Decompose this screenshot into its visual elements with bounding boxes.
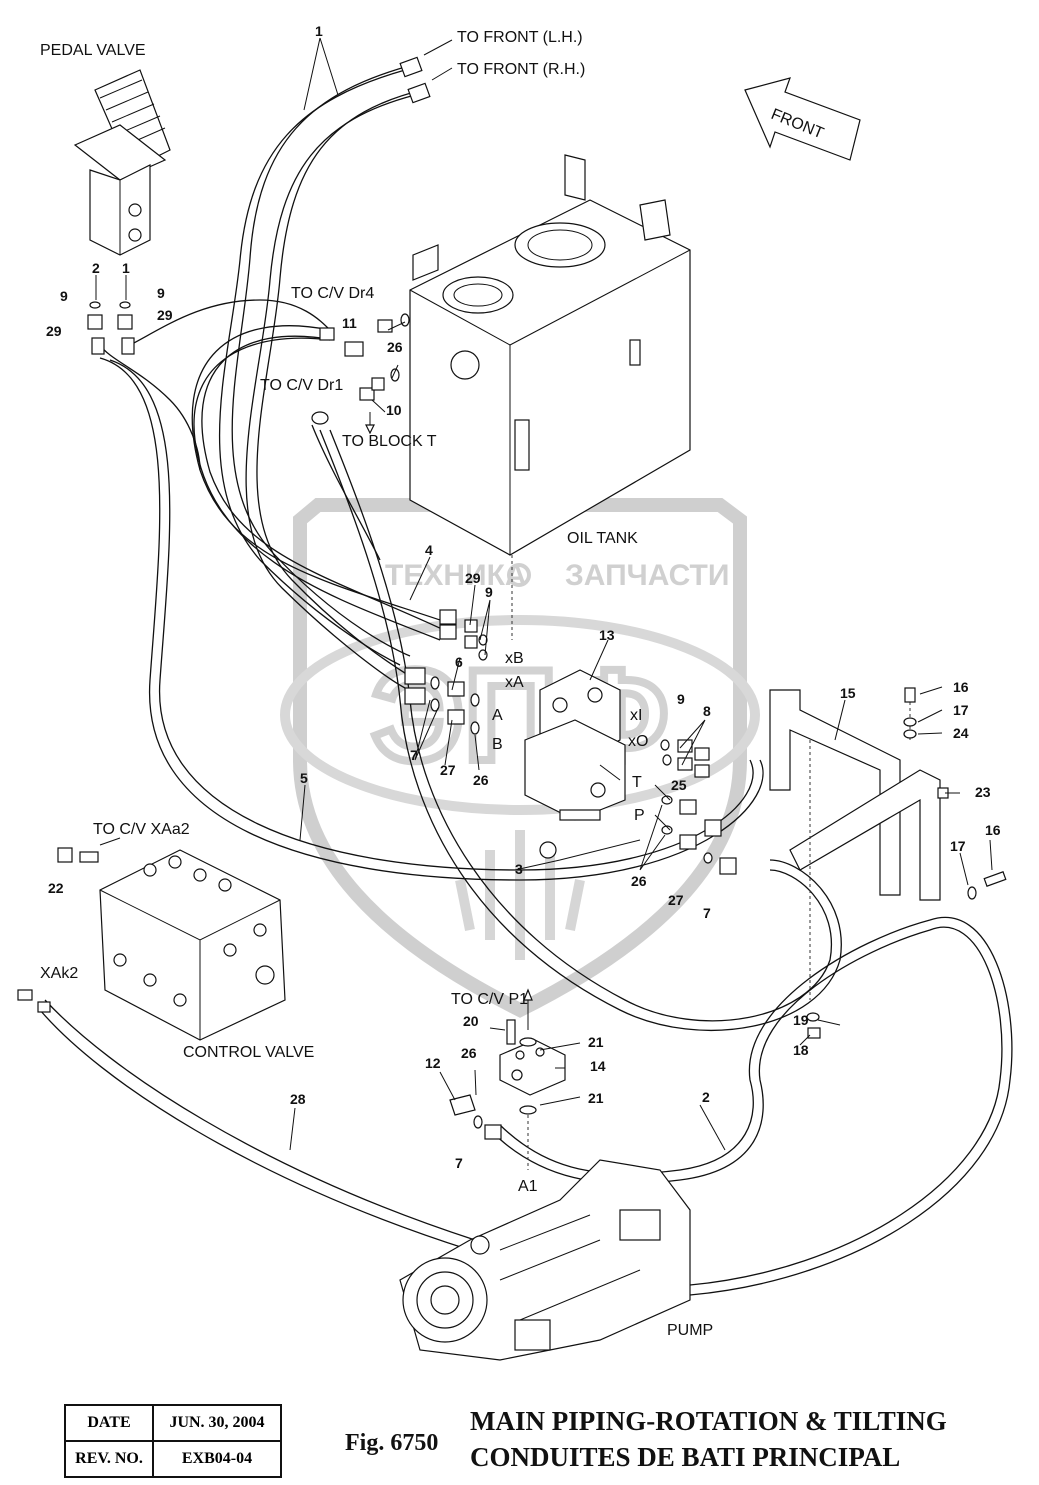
a1-label: A1 (518, 1178, 538, 1195)
callout-2: 2 (92, 260, 100, 276)
callout-4: 4 (425, 542, 433, 558)
callout-21: 21 (588, 1090, 604, 1106)
valve-block-13 (524, 669, 626, 859)
watermark-right-text: ЗАПЧАСТИ (565, 559, 729, 592)
callout-23: 23 (975, 784, 991, 800)
to-front-lh-label: TO FRONT (L.H.) (457, 29, 583, 46)
to-cv-dr1-label: TO C/V Dr1 (260, 377, 343, 394)
callout-6: 6 (455, 654, 463, 670)
callout-26: 26 (387, 339, 403, 355)
callout-8: 8 (703, 703, 711, 719)
pedal-valve-label: PEDAL VALVE (40, 42, 146, 59)
revision-table: DATE JUN. 30, 2004 REV. NO. EXB04-04 (64, 1404, 282, 1478)
port-a-label: A (492, 707, 503, 724)
title-english: MAIN PIPING-ROTATION & TILTING (470, 1406, 947, 1436)
callout-7: 7 (703, 905, 711, 921)
callout-20: 20 (463, 1013, 479, 1029)
to-cv-dr4-label: TO C/V Dr4 (291, 285, 374, 302)
callout-9: 9 (677, 691, 685, 707)
figure-title: Fig. 6750 MAIN PIPING-ROTATION & TILTING… (345, 1406, 947, 1472)
port-xa-label: xA (505, 674, 524, 691)
callout-17: 17 (950, 838, 966, 854)
callout-26: 26 (461, 1045, 477, 1061)
callout-28: 28 (290, 1091, 306, 1107)
callout-numbers: 1 2 1 9 9 29 29 11 26 10 4 29 9 6 7 27 2… (46, 23, 1001, 1171)
callout-9: 9 (157, 285, 165, 301)
callout-26: 26 (473, 772, 489, 788)
date-label: DATE (64, 1404, 154, 1442)
oil-tank (409, 154, 691, 640)
callout-9: 9 (60, 288, 68, 304)
hoses (39, 63, 1013, 1296)
callout-29: 29 (157, 307, 173, 323)
date-value: JUN. 30, 2004 (152, 1404, 282, 1442)
callout-1: 1 (315, 23, 323, 39)
to-cv-xaa2-label: TO C/V XAa2 (93, 821, 190, 838)
callout-29: 29 (465, 570, 481, 586)
callout-22: 22 (48, 880, 64, 896)
callout-10: 10 (386, 402, 402, 418)
callout-21: 21 (588, 1034, 604, 1050)
leader-lines (95, 37, 993, 1151)
callout-19: 19 (793, 1012, 809, 1028)
block-14 (449, 1019, 566, 1170)
callout-2: 2 (702, 1089, 710, 1105)
callout-16: 16 (953, 679, 969, 695)
callout-12: 12 (425, 1055, 441, 1071)
callout-9: 9 (485, 584, 493, 600)
callout-11: 11 (342, 315, 357, 331)
control-valve (99, 849, 286, 1041)
port-t-label: T (632, 774, 642, 791)
rev-value: EXB04-04 (152, 1440, 282, 1478)
callout-27: 27 (668, 892, 684, 908)
callout-29: 29 (46, 323, 62, 339)
port-p-label: P (634, 807, 645, 824)
callout-25: 25 (671, 777, 687, 793)
callout-27: 27 (440, 762, 456, 778)
port-xb-label: xB (505, 650, 524, 667)
callout-17: 17 (953, 702, 969, 718)
pump-label: PUMP (667, 1322, 713, 1339)
callout-18: 18 (793, 1042, 809, 1058)
oil-tank-label: OIL TANK (567, 530, 638, 547)
callout-1: 1 (122, 260, 130, 276)
xak2-label: XAk2 (40, 965, 78, 982)
port-xi-label: xI (630, 707, 642, 724)
rev-label: REV. NO. (64, 1440, 154, 1478)
to-cv-p1-label: TO C/V P1 (451, 991, 528, 1008)
control-valve-label: CONTROL VALVE (183, 1044, 314, 1061)
to-block-t-label: TO BLOCK T (342, 433, 437, 450)
callout-3: 3 (515, 861, 523, 877)
port-b-label: B (492, 736, 503, 753)
text-labels: PEDAL VALVE TO FRONT (L.H.) TO FRONT (R.… (40, 29, 713, 1339)
figure-number: Fig. 6750 (345, 1430, 438, 1456)
callout-13: 13 (599, 627, 615, 643)
callout-7: 7 (455, 1155, 463, 1171)
watermark-gear-icon (507, 563, 531, 587)
port-xo-label: xO (628, 733, 648, 750)
callout-7: 7 (410, 747, 418, 763)
title-french: CONDUITES DE BATI PRINCIPAL (470, 1442, 900, 1472)
pump (399, 1159, 691, 1361)
to-front-rh-label: TO FRONT (R.H.) (457, 61, 585, 78)
callout-26: 26 (631, 873, 647, 889)
callout-24: 24 (953, 725, 969, 741)
pedal-valve (73, 69, 171, 256)
callout-16: 16 (985, 822, 1001, 838)
callout-5: 5 (300, 770, 308, 786)
watermark-left-text: ТЕХНИКА (385, 559, 527, 592)
callout-14: 14 (590, 1058, 606, 1074)
front-arrow: FRONT (744, 77, 861, 161)
callout-15: 15 (840, 685, 856, 701)
